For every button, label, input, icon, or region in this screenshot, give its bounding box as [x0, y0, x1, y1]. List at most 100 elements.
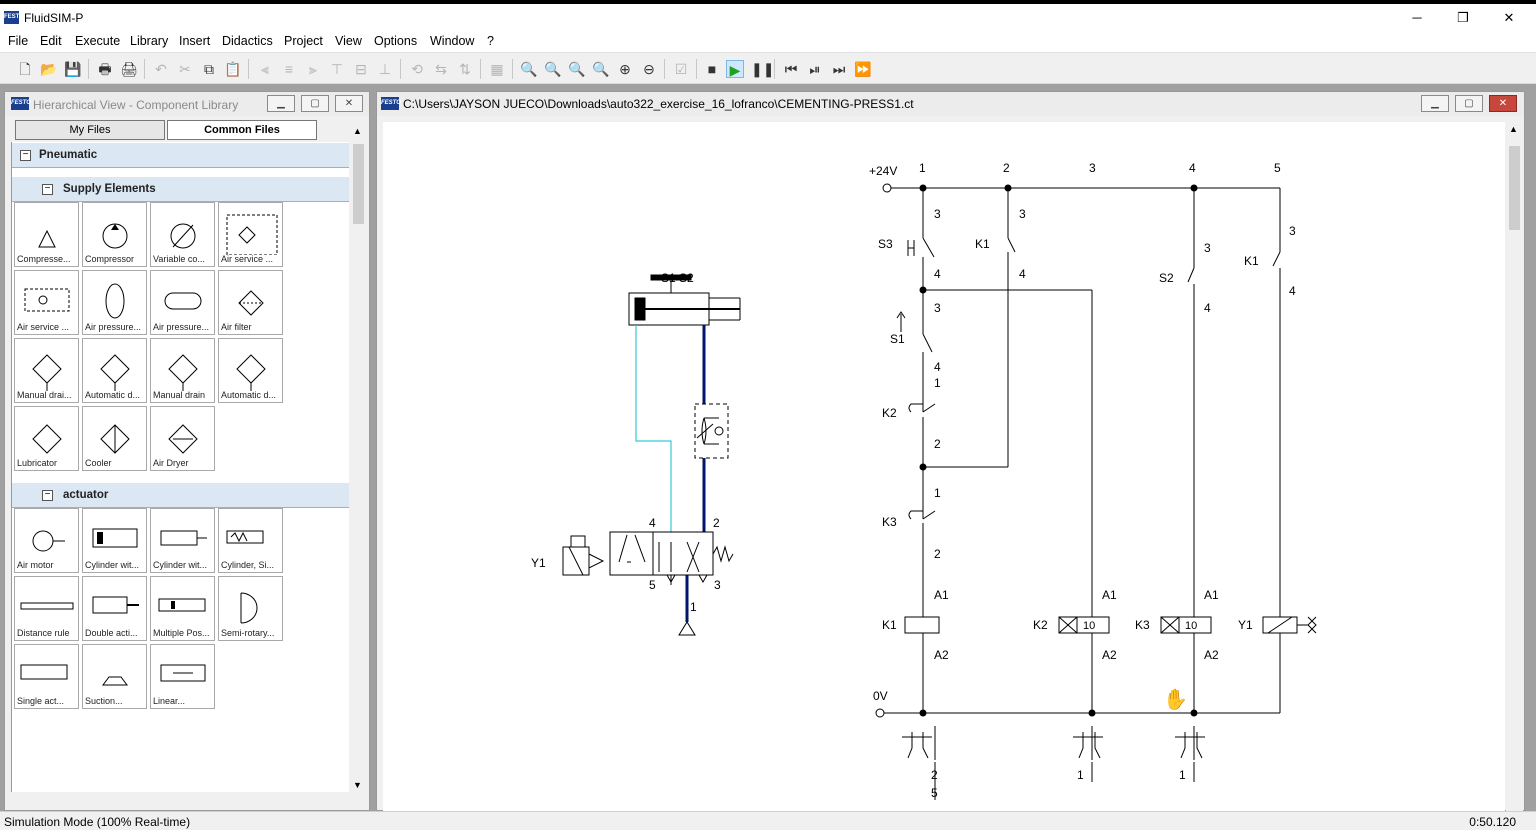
menu-file[interactable]: File — [8, 34, 29, 48]
print-preview-icon[interactable]: 🖶 — [98, 61, 112, 77]
menu-library[interactable]: Library — [130, 34, 169, 48]
menu-execute[interactable]: Execute — [75, 34, 121, 48]
actuator-item[interactable]: Cylinder, Si... — [218, 508, 283, 573]
supply-item[interactable]: Automatic d... — [82, 338, 147, 403]
circuit-canvas[interactable]: S1 S2 — [383, 122, 1505, 812]
zoom-fit-icon[interactable]: 🔍 — [544, 61, 562, 77]
rotate-icon[interactable]: ⟲ — [411, 61, 423, 77]
supply-item[interactable]: Air service ... — [218, 202, 283, 267]
tab-my-files[interactable]: My Files — [15, 120, 165, 140]
one-way-flow-control-valve[interactable] — [694, 403, 729, 459]
library-maximize-button[interactable]: ▢ — [301, 95, 329, 112]
cut-icon[interactable]: ✂ — [179, 61, 191, 77]
supply-item[interactable]: Air Dryer — [150, 406, 215, 471]
document-minimize-button[interactable]: ▁ — [1421, 95, 1449, 112]
fast-forward-icon[interactable]: ⏩ — [854, 61, 872, 77]
restore-button[interactable]: ❐ — [1457, 10, 1469, 25]
k1-holding-contact[interactable] — [1007, 237, 1016, 253]
paste-icon[interactable]: 📋 — [224, 61, 242, 77]
plus-24v-terminal[interactable] — [882, 183, 892, 193]
tab-common-files[interactable]: Common Files — [167, 120, 317, 140]
undo-icon[interactable]: ↶ — [155, 61, 167, 77]
align-right-icon[interactable]: ⫸ — [309, 61, 317, 77]
scroll-up-icon[interactable]: ▲ — [1509, 124, 1518, 134]
actuator-item[interactable]: Double acti... — [82, 576, 147, 641]
supply-item[interactable]: Automatic d... — [218, 338, 283, 403]
category-supply-elements[interactable]: − Supply Elements — [12, 176, 349, 202]
collapse-toggle[interactable]: − — [42, 490, 53, 501]
print-icon[interactable]: 🖨 — [120, 61, 138, 77]
k3-contact[interactable] — [922, 510, 936, 520]
zoom-previous-icon[interactable]: 🔍 — [592, 61, 610, 77]
new-file-icon[interactable]: 🗋 — [19, 61, 31, 77]
start-simulation-icon[interactable]: ▶ — [726, 60, 744, 78]
supply-item[interactable]: Lubricator — [14, 406, 79, 471]
s1-contact[interactable] — [922, 333, 933, 353]
scroll-down-icon[interactable]: ▼ — [353, 780, 362, 790]
document-maximize-button[interactable]: ▢ — [1455, 95, 1483, 112]
actuator-item[interactable]: Semi-rotary... — [218, 576, 283, 641]
category-pneumatic[interactable]: − Pneumatic — [12, 142, 349, 168]
align-top-icon[interactable]: ⊤ — [330, 61, 344, 77]
minimize-button[interactable]: ─ — [1412, 10, 1422, 25]
collapse-toggle[interactable]: − — [20, 150, 31, 161]
supply-item[interactable]: Air pressure... — [82, 270, 147, 335]
supply-item[interactable]: Compressor — [82, 202, 147, 267]
single-step-icon[interactable]: ⏯ — [809, 61, 821, 77]
zoom-out-icon[interactable]: ⊖ — [643, 61, 655, 77]
open-file-icon[interactable]: 📂 — [40, 61, 58, 77]
k3-timer-coil[interactable] — [1160, 616, 1212, 634]
k1-contact-y1[interactable] — [1272, 251, 1281, 267]
valve-position-b[interactable] — [652, 531, 714, 576]
save-icon[interactable]: 💾 — [64, 61, 82, 77]
align-center-icon[interactable]: ≡ — [284, 61, 294, 77]
actuator-item[interactable]: Distance rule — [14, 576, 79, 641]
library-minimize-button[interactable]: ▁ — [267, 95, 295, 112]
actuator-item[interactable]: Multiple Pos... — [150, 576, 215, 641]
grid-icon[interactable]: ▦ — [490, 61, 504, 77]
supply-item[interactable]: Compresse... — [14, 202, 79, 267]
menu-help[interactable]: ? — [487, 34, 494, 48]
menu-view[interactable]: View — [335, 34, 362, 48]
valve-position-a[interactable] — [609, 531, 654, 576]
zero-v-terminal[interactable] — [875, 708, 885, 718]
menu-project[interactable]: Project — [284, 34, 323, 48]
menu-options[interactable]: Options — [374, 34, 418, 48]
s2-contact[interactable] — [1187, 267, 1195, 283]
scroll-up-icon[interactable]: ▲ — [353, 126, 362, 136]
scrollbar-thumb[interactable] — [1509, 146, 1520, 230]
actuator-item[interactable]: Cylinder wit... — [82, 508, 147, 573]
actuator-item[interactable]: Cylinder wit... — [150, 508, 215, 573]
pause-icon[interactable]: ❚❚ — [751, 61, 775, 77]
mirror-h-icon[interactable]: ⇆ — [435, 61, 447, 77]
collapse-toggle[interactable]: − — [42, 184, 53, 195]
menu-window[interactable]: Window — [430, 34, 475, 48]
menu-edit[interactable]: Edit — [40, 34, 62, 48]
library-close-button[interactable]: ✕ — [335, 95, 363, 112]
document-close-button[interactable]: ✕ — [1489, 95, 1517, 112]
menu-didactics[interactable]: Didactics — [222, 34, 273, 48]
supply-item[interactable]: Air filter — [218, 270, 283, 335]
actuator-item[interactable]: Suction... — [82, 644, 147, 709]
stop-icon[interactable]: ■ — [707, 61, 717, 77]
supply-item[interactable]: Cooler — [82, 406, 147, 471]
category-actuator[interactable]: − actuator — [12, 482, 349, 508]
run-to-state-icon[interactable]: ⏭ — [832, 61, 846, 77]
s3-contact[interactable] — [922, 237, 935, 258]
actuator-item[interactable]: Linear... — [150, 644, 215, 709]
k2-timer-coil[interactable] — [1058, 616, 1110, 634]
zoom-window-icon[interactable]: 🔍 — [568, 61, 586, 77]
close-button[interactable]: ✕ — [1503, 10, 1515, 25]
actuator-item[interactable]: Air motor — [14, 508, 79, 573]
mirror-v-icon[interactable]: ⇅ — [459, 61, 471, 77]
supply-item[interactable]: Air pressure... — [150, 270, 215, 335]
actuator-item[interactable]: Single act... — [14, 644, 79, 709]
align-bottom-icon[interactable]: ⊥ — [378, 61, 392, 77]
align-middle-icon[interactable]: ⊟ — [355, 61, 367, 77]
k2-contact[interactable] — [922, 403, 936, 413]
zoom-actual-icon[interactable]: 🔍 — [520, 61, 538, 77]
copy-icon[interactable]: ⧉ — [204, 61, 214, 77]
menu-insert[interactable]: Insert — [179, 34, 211, 48]
library-scrollbar[interactable]: ▲ ▼ — [350, 124, 367, 792]
scrollbar-thumb[interactable] — [353, 144, 364, 224]
